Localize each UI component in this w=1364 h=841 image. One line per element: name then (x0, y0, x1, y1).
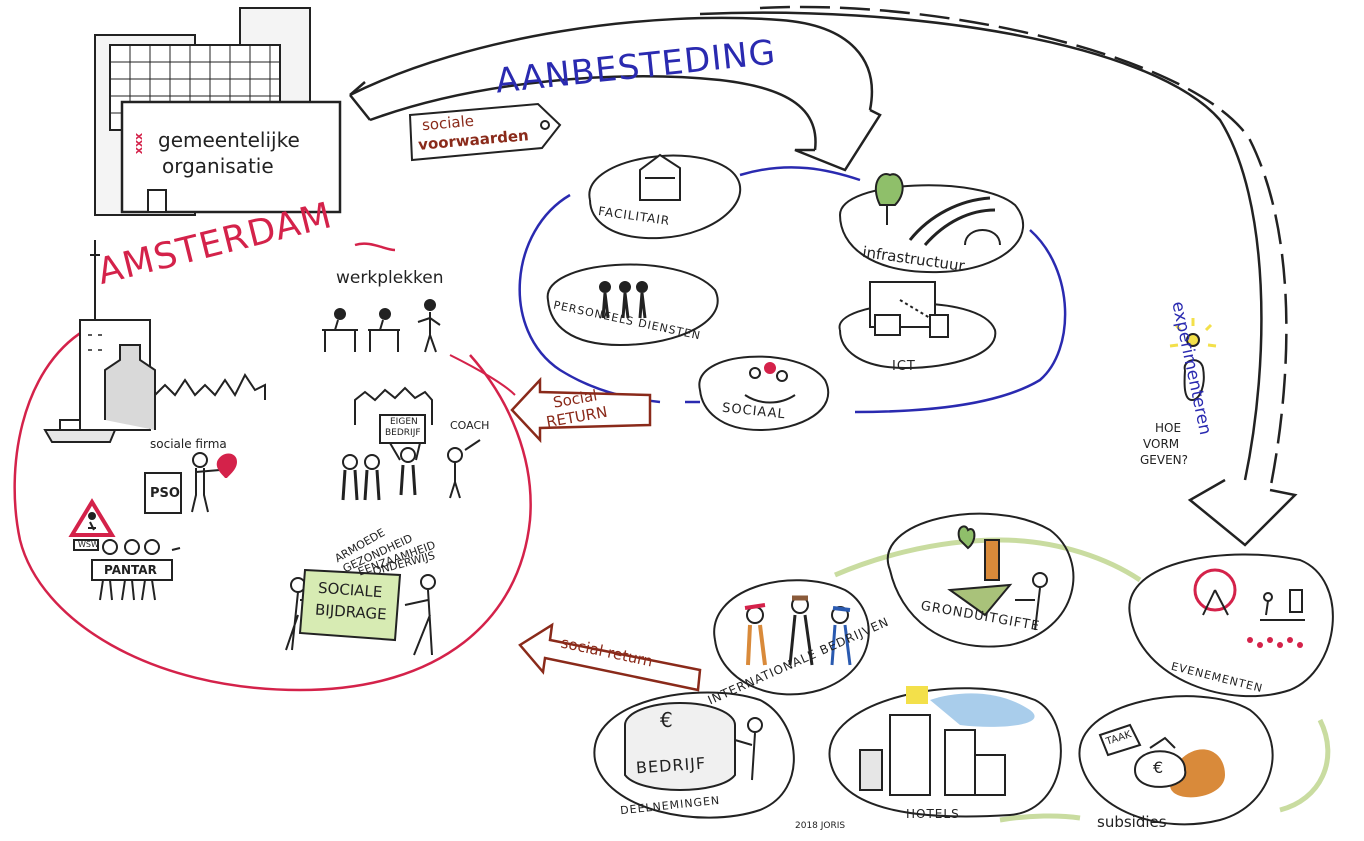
subsidies-label: subsidies (1097, 813, 1167, 831)
idea-figure (1169, 318, 1217, 402)
pantar-label: PANTAR (104, 563, 157, 577)
internationale-bedrijven-bubble (713, 579, 870, 696)
subsidies-bubble (1078, 695, 1274, 826)
experimenteren-arrow (699, 5, 1298, 547)
sociale-firma-label: sociale firma (150, 437, 227, 451)
municipal-building-illustration (94, 7, 342, 216)
hoe-line2: VORM (1143, 437, 1180, 451)
werkplekken-label: werkplekken (336, 268, 444, 288)
org-marks: xxx (132, 132, 146, 155)
eigen-label-line1: EIGEN (390, 417, 418, 427)
coach-label: COACH (450, 419, 490, 432)
eigen-bedrijf-illustration (341, 386, 481, 501)
ict-label: ICT (892, 359, 916, 374)
gronduitgifte-bubble (886, 512, 1075, 648)
hotels-label: HOTELS (906, 807, 960, 821)
werkplekken-illustration (322, 299, 441, 353)
pantar-illustration (68, 498, 181, 601)
personeelsdiensten-bubble (546, 263, 719, 347)
org-label-line1: gemeentelijke (158, 128, 300, 152)
sociale-firma-illustration (144, 452, 238, 514)
social-return-lower-arrow (518, 622, 702, 692)
tag-label-line1: sociale (421, 111, 475, 135)
sociale-bijdrage-line1: SOCIALE (317, 578, 383, 602)
wsw-sign-label: WSW (78, 540, 99, 549)
pso-label: PSO (150, 486, 180, 501)
subsidies-euro: € (1153, 758, 1164, 777)
aanbesteding-arrow (349, 16, 882, 172)
euro-symbol: € (660, 708, 673, 732)
deelnemingen-bubble (593, 691, 795, 819)
amsterdam-circle (13, 242, 532, 692)
org-label-line2: organisatie (162, 154, 274, 178)
hoe-line1: HOE (1155, 421, 1182, 435)
infrastructuur-bubble (839, 173, 1025, 274)
evenementen-bubble (1128, 553, 1334, 698)
hoe-line3: GEVEN? (1140, 453, 1189, 467)
hotels-bubble (828, 686, 1062, 818)
social-return-upper-arrow (510, 376, 652, 444)
sociale-bijdrage-illustration (285, 568, 436, 656)
sociale-voorwaarden-tag (408, 102, 562, 162)
facilitair-bubble (588, 153, 742, 240)
credit-label: 2018 JORIS (795, 821, 846, 831)
sociaal-bubble (698, 355, 830, 432)
amsterdam-skyline (43, 240, 266, 443)
ict-bubble (838, 281, 997, 370)
eigen-label-line2: BEDRIJF (385, 428, 421, 438)
